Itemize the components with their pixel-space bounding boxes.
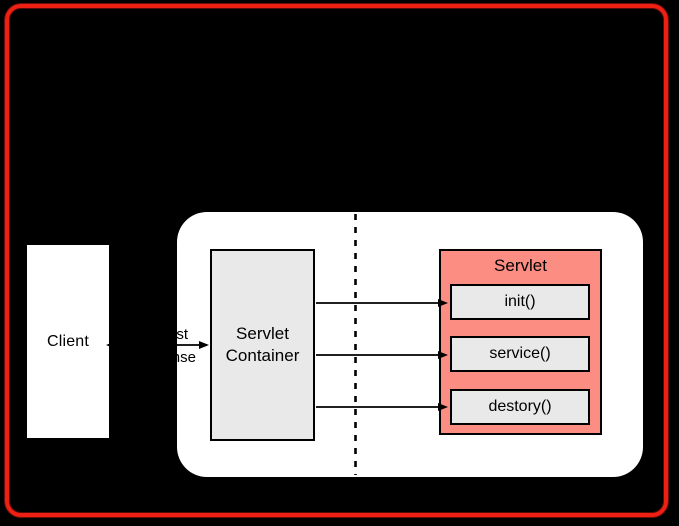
client-label: Client — [46, 332, 90, 350]
request-label: request — [137, 326, 188, 343]
method-label-service: service() — [489, 345, 551, 362]
client-box: Client — [25, 243, 111, 440]
method-label-init: init() — [504, 293, 536, 310]
servlet-title: Servlet — [494, 256, 547, 275]
servlet-container-label-line2: Container — [225, 346, 300, 365]
method-box-destroy: destory() — [450, 389, 590, 425]
servlet-container-label-line1: Servlet — [236, 324, 289, 343]
method-box-init: init() — [450, 284, 590, 320]
method-box-service: service() — [450, 336, 590, 372]
servlet-container-box: Servlet Container — [210, 249, 315, 441]
hand-drawn-frame — [5, 4, 668, 517]
method-label-destroy: destory() — [488, 398, 552, 415]
response-label: response — [134, 349, 196, 366]
